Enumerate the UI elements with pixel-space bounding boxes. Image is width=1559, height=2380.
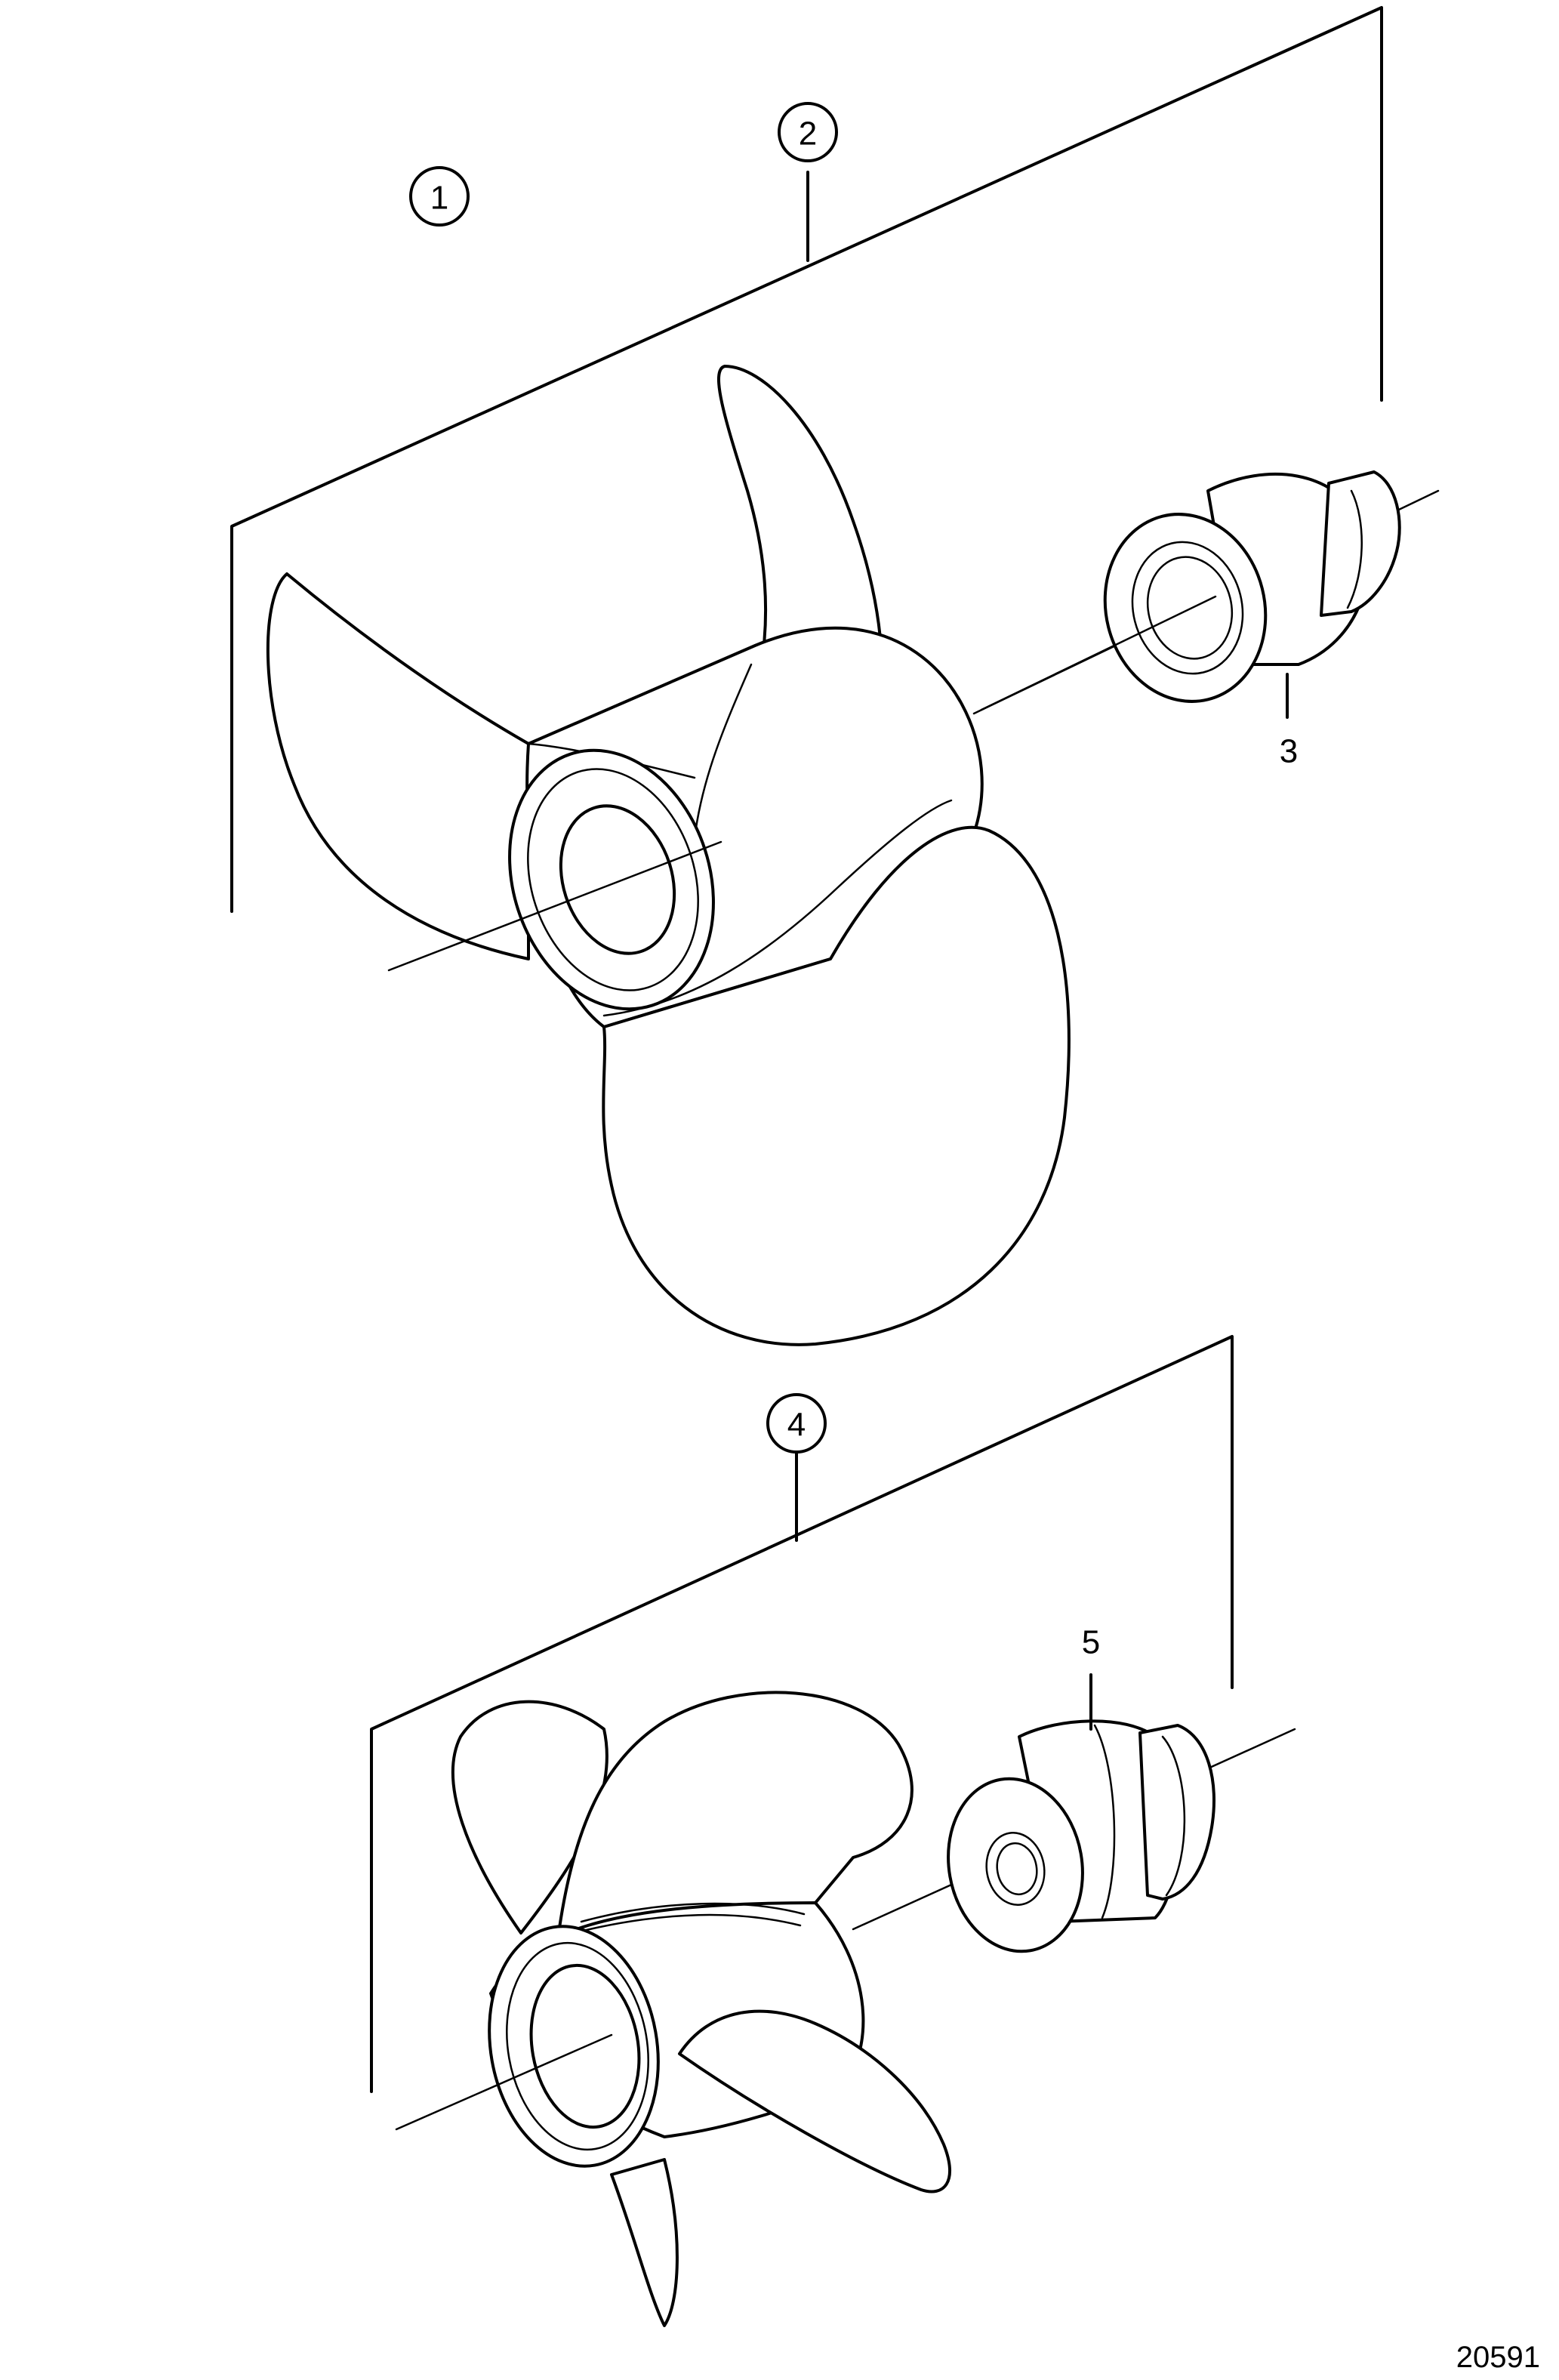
- callout-3-label: 3: [1280, 733, 1298, 770]
- blade-lower-right: [678, 2009, 952, 2193]
- blade-upper-left: [266, 572, 530, 960]
- callout-2-label: 2: [799, 116, 817, 153]
- callout-5-label: 5: [1082, 1624, 1100, 1661]
- callout-4-label: 4: [787, 1407, 806, 1444]
- callout-4: 4: [766, 1393, 827, 1454]
- bushing-5: [947, 1719, 1215, 1953]
- callout-1: 1: [409, 166, 470, 227]
- bracket-upper: [230, 6, 1383, 913]
- bushing-3: [980, 470, 1401, 711]
- lower-assembly: [370, 1335, 1296, 2327]
- callout-1-label: 1: [430, 180, 448, 217]
- figure-number: 20591: [1456, 2341, 1540, 2374]
- blade-lower-top: [557, 1691, 914, 1935]
- bracket-lower: [370, 1335, 1234, 2093]
- upper-assembly: [230, 6, 1440, 1346]
- callout-3: 3: [1280, 733, 1298, 770]
- callout-2: 2: [778, 102, 838, 162]
- blade-upper-bottom: [602, 825, 1071, 1346]
- callout-5: 5: [1082, 1624, 1100, 1661]
- blade-lower-bottom: [610, 2158, 679, 2327]
